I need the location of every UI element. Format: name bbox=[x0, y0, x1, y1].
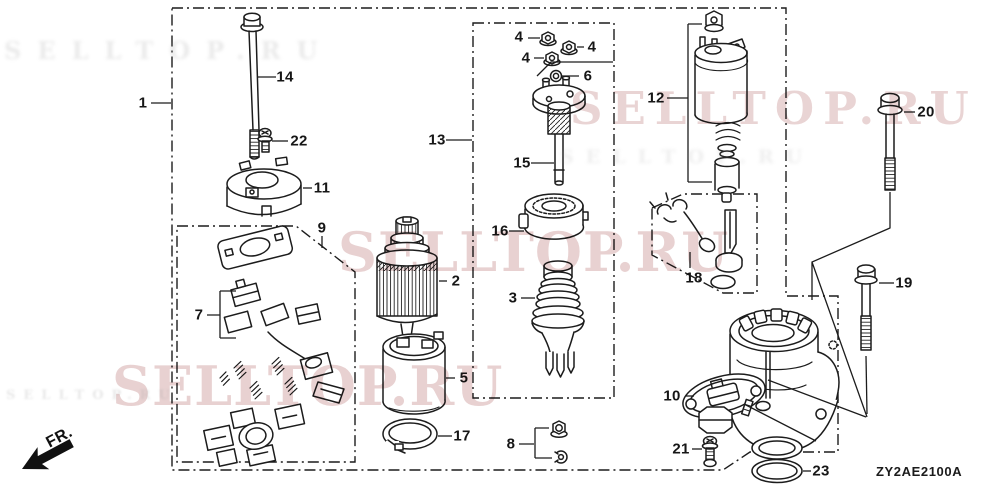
box-group-13 bbox=[472, 22, 615, 399]
callout-3: 3 bbox=[508, 289, 518, 307]
part-10-mount-flange bbox=[682, 373, 766, 434]
box-group-18 bbox=[651, 193, 758, 294]
callout-9: 9 bbox=[317, 219, 327, 237]
part-drawings bbox=[203, 10, 903, 484]
leader-terminal-notch bbox=[536, 61, 613, 77]
leader-bolt20-path bbox=[811, 192, 891, 418]
callout-6: 6 bbox=[583, 67, 593, 85]
callout-1: 1 bbox=[138, 94, 148, 112]
callout-16: 16 bbox=[491, 222, 509, 240]
part-21-screw bbox=[701, 435, 719, 468]
callout-7: 7 bbox=[194, 306, 204, 324]
part-2-armature bbox=[376, 216, 438, 355]
part-12-solenoid bbox=[694, 10, 749, 203]
part-7-brush-terminal-set bbox=[223, 278, 345, 404]
callout-4b: 4 bbox=[587, 38, 597, 56]
assembly-group-boxes bbox=[171, 7, 839, 471]
part-23-o-ring bbox=[751, 458, 803, 484]
callout-22: 22 bbox=[290, 132, 308, 150]
callout-13: 13 bbox=[428, 131, 446, 149]
diagram-code: ZY2AE2100A bbox=[876, 464, 963, 479]
part-22-screw bbox=[257, 127, 273, 153]
part-gasket-plate bbox=[217, 225, 294, 270]
leader-flange-paths bbox=[743, 379, 867, 442]
part-16-clutch bbox=[518, 193, 589, 240]
callout-8: 8 bbox=[506, 435, 516, 453]
callout-15: 15 bbox=[513, 154, 531, 172]
leader-8-bracket bbox=[519, 427, 552, 459]
part-4-terminal-nuts bbox=[539, 31, 578, 67]
leader-bolt19-path bbox=[865, 355, 868, 415]
callout-10: 10 bbox=[663, 387, 681, 405]
part-gear-case-housing bbox=[728, 308, 840, 460]
leader-lines bbox=[151, 23, 915, 472]
brush-springs bbox=[219, 356, 298, 400]
callout-2: 2 bbox=[451, 272, 461, 290]
callout-19: 19 bbox=[895, 274, 913, 292]
part-6-washer bbox=[549, 69, 563, 83]
part-15-pinion-shaft bbox=[532, 75, 586, 186]
leader-12-bracket bbox=[667, 23, 712, 183]
part-brush-holder bbox=[203, 403, 306, 468]
part-11-end-cap bbox=[226, 156, 302, 217]
leader-4s bbox=[528, 37, 584, 59]
callout-21: 21 bbox=[672, 440, 690, 458]
part-3-pinion-assembly bbox=[531, 260, 585, 378]
part-19-bolt bbox=[854, 264, 878, 351]
callout-4a: 4 bbox=[514, 28, 524, 46]
part-8-nut-and-clip bbox=[550, 420, 568, 464]
callout-18: 18 bbox=[685, 269, 703, 287]
part-17-snap-ring bbox=[382, 418, 438, 454]
part-5-yoke-housing bbox=[382, 331, 446, 415]
callout-20: 20 bbox=[917, 103, 935, 121]
callout-17: 17 bbox=[453, 427, 471, 445]
box-group-9 bbox=[176, 225, 356, 463]
callout-14: 14 bbox=[276, 68, 294, 86]
callout-12: 12 bbox=[647, 89, 665, 107]
part-18-shift-fork-set bbox=[649, 192, 743, 290]
part-20-bolt bbox=[877, 92, 903, 191]
callout-4c: 4 bbox=[521, 49, 531, 67]
callout-23: 23 bbox=[812, 462, 830, 480]
part-14-through-bolt bbox=[240, 12, 264, 160]
callout-11: 11 bbox=[313, 179, 331, 197]
fr-direction-arrow bbox=[22, 439, 74, 470]
callout-5: 5 bbox=[459, 369, 469, 387]
box-group-1 bbox=[171, 7, 839, 471]
leader-7-bracket bbox=[207, 290, 236, 339]
